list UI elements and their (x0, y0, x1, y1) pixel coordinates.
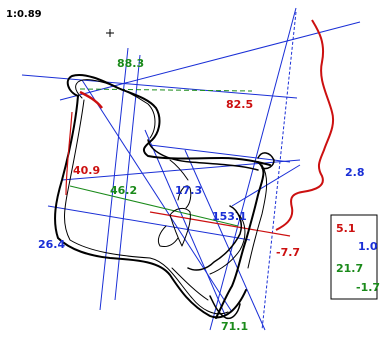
green-occlusal-line (69, 185, 239, 227)
box-value-21-7: 21.7 (336, 262, 363, 275)
blue-reference-lines (21, 7, 361, 331)
sn-line (59, 21, 361, 101)
red-frontal-fragment (79, 90, 103, 109)
frankfort-plane-line (21, 74, 298, 99)
facial-line (81, 79, 233, 313)
mandibular-plane-line (47, 205, 251, 241)
box-value-neg-1-7: -1.7 (356, 281, 380, 294)
values-box: 5.1 1.0 21.7 -1.7 (330, 214, 380, 300)
skull-outline (54, 74, 275, 320)
measure-88-3: 88.3 (117, 57, 144, 70)
measure-26-4: 26.4 (38, 238, 65, 251)
crosshair-marker (106, 29, 114, 37)
a-line (231, 164, 301, 207)
incisor-line (184, 149, 266, 331)
measure-153-1: 153.1 (212, 210, 247, 223)
measure-2-8: 2.8 (345, 166, 365, 179)
measure-71-1: 71.1 (221, 320, 248, 333)
y-axis-line (144, 129, 226, 316)
measure-46-2: 46.2 (110, 184, 137, 197)
measure-82-5: 82.5 (226, 98, 253, 111)
green-dashed-line (79, 88, 253, 92)
red-reference-line (149, 211, 291, 237)
scale-label: 1:0.89 (6, 9, 42, 20)
palatal-line (149, 144, 291, 163)
measure-40-9: 40.9 (73, 164, 100, 177)
measure-neg-7-7: -7.7 (276, 246, 300, 259)
red-posterior-line (65, 111, 73, 196)
vertical-dashed-line (261, 11, 297, 331)
ramus-line (99, 47, 129, 311)
soft-tissue-profile (275, 19, 334, 231)
measure-17-3: 17.3 (175, 184, 202, 197)
box-value-5-1: 5.1 (336, 222, 356, 235)
box-value-1-0: 1.0 (358, 240, 378, 253)
